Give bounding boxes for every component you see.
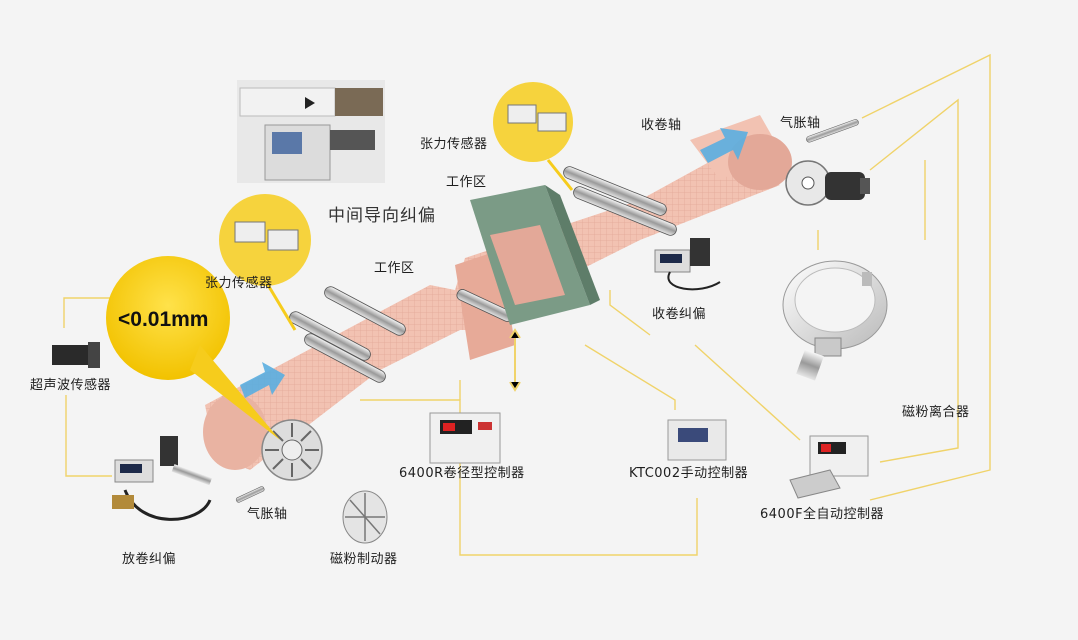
precision-label: <0.01mm — [118, 308, 209, 331]
precision-callout — [106, 256, 280, 440]
air-shaft-top-label: 气胀轴 — [780, 116, 821, 131]
magnetic-clutch-device — [782, 260, 888, 381]
tension-sensor-top-callout — [493, 82, 574, 191]
controller-6400f-label: 6400F全自动控制器 — [760, 507, 885, 522]
air-shaft-top-device — [806, 119, 859, 143]
magnetic-clutch-label: 磁粉离合器 — [902, 405, 970, 420]
controller-6400r-device — [429, 412, 501, 464]
tension-sensor-top-label: 张力传感器 — [420, 137, 488, 152]
magnetic-brake-device — [342, 490, 388, 544]
rewind-correction-device — [654, 238, 721, 291]
connector-lines — [63, 53, 991, 556]
work-zone-left-label: 工作区 — [374, 261, 415, 276]
middle-guide-actuator — [509, 328, 521, 392]
air-shaft-bottom-device — [235, 486, 265, 503]
rewind-correction-label: 收卷纠偏 — [652, 307, 707, 322]
work-zone-machine — [470, 185, 600, 325]
controller-ktc002-label: KTC002手动控制器 — [629, 466, 749, 481]
rewind-shaft-label: 收卷轴 — [641, 118, 682, 133]
ultrasonic-sensor-device — [52, 342, 100, 368]
controller-6400r-label: 6400R卷径型控制器 — [399, 466, 525, 481]
tension-sensor-left-label: 张力传感器 — [205, 276, 273, 291]
unwind-correction-device — [112, 436, 213, 521]
rewind-roll — [728, 134, 870, 206]
tension-sensor-left-callout — [219, 194, 311, 331]
magnetic-brake-label: 磁粉制动器 — [330, 552, 398, 567]
flow-arrows — [240, 128, 748, 398]
unwind-correction-label: 放卷纠偏 — [122, 552, 177, 567]
controller-6400f-device — [789, 435, 869, 499]
work-zone-center-label: 工作区 — [446, 175, 487, 190]
rollers — [289, 166, 677, 383]
edge-guide-photo — [237, 80, 385, 183]
air-shaft-bottom-label: 气胀轴 — [247, 507, 288, 522]
middle-guide-label: 中间导向纠偏 — [328, 206, 436, 226]
ultrasonic-sensor-label: 超声波传感器 — [30, 378, 112, 393]
controller-ktc002-device — [667, 419, 727, 461]
